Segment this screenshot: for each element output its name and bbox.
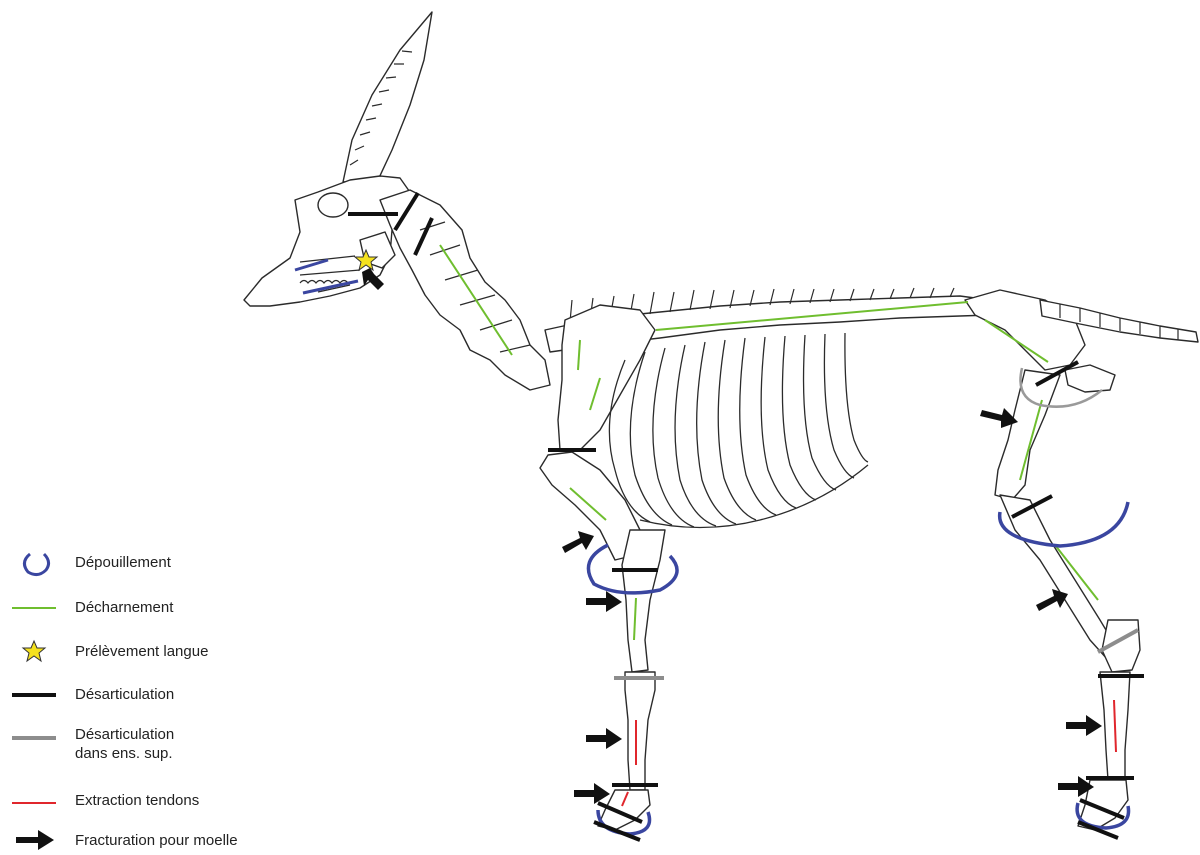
rib-cage	[609, 333, 868, 528]
radius-ulna	[622, 530, 665, 672]
legend-label: Prélèvement langue	[75, 642, 208, 661]
legend-label: Désarticulation dans ens. sup.	[75, 725, 174, 763]
depouillement-marks	[295, 260, 1129, 834]
pelvis	[965, 290, 1085, 370]
cervical-vertebrae	[380, 190, 550, 390]
green-line-icon	[8, 593, 58, 623]
legend-label: Dépouillement	[75, 553, 171, 572]
legend-item-tendons: Extraction tendons	[0, 788, 300, 828]
legend-label: Décharnement	[75, 598, 173, 617]
yellow-star-icon	[8, 637, 58, 667]
legend-label: Extraction tendons	[75, 791, 199, 810]
legend-item-langue: Prélèvement langue	[0, 637, 300, 677]
legend-item-desarticulation-sup: Désarticulation dans ens. sup.	[0, 723, 300, 773]
legend: Dépouillement Décharnement Prélèvement l…	[0, 540, 300, 851]
scapula	[558, 305, 655, 450]
legend-item-moelle: Fracturation pour moelle	[0, 828, 300, 852]
red-line-icon	[8, 788, 58, 818]
skeleton	[244, 12, 1198, 830]
tendons-marks	[622, 700, 1116, 806]
legend-item-decharnement: Décharnement	[0, 593, 300, 633]
black-line-icon	[8, 680, 58, 710]
front-metacarpal	[625, 672, 655, 790]
legend-label: Désarticulation	[75, 685, 174, 704]
blue-arc-icon	[8, 548, 58, 578]
gray-line-icon	[8, 723, 58, 753]
femur	[995, 370, 1060, 500]
desarticulation-sup-marks	[614, 630, 1138, 678]
tibia	[1000, 495, 1118, 660]
horn	[343, 12, 432, 182]
legend-item-depouillement: Dépouillement	[0, 548, 300, 588]
legend-item-desarticulation: Désarticulation	[0, 680, 300, 720]
legend-label: Fracturation pour moelle	[75, 831, 238, 850]
